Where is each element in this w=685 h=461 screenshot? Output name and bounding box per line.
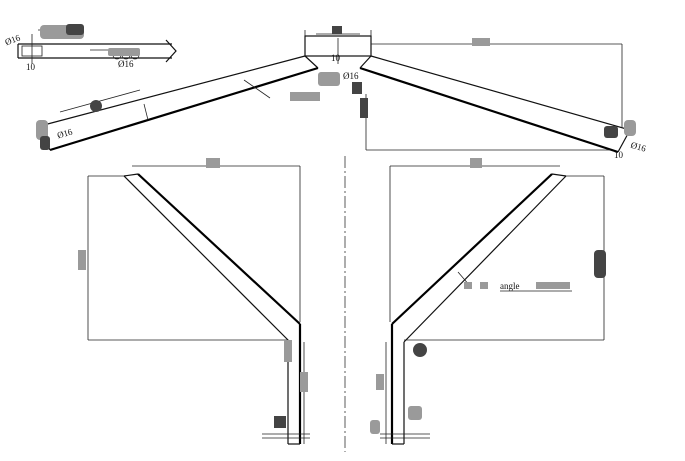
inset-dimension-10: 10 xyxy=(26,62,36,72)
left-lower-view xyxy=(78,158,310,445)
right-lower-view: angle xyxy=(370,158,606,445)
center-annotation-blur-4 xyxy=(360,98,368,118)
right-width-dim-blur xyxy=(470,158,482,168)
left-base-blur xyxy=(274,416,286,428)
left-end-blur xyxy=(36,120,48,140)
right-height-dim-blur xyxy=(594,250,606,278)
angle-annotation-blur-2 xyxy=(480,282,488,289)
left-height-dim-blur xyxy=(78,250,86,270)
right-post-annotation-blur-2 xyxy=(376,374,384,390)
left-rafter-tick xyxy=(143,103,149,121)
inset-bolt-annotation-blur xyxy=(108,48,140,56)
right-end-blur-2 xyxy=(624,120,636,136)
right-base-blur-2 xyxy=(370,420,380,434)
center-annotation-blur-2 xyxy=(318,72,340,86)
left-rafter-annotation-blur xyxy=(90,100,102,112)
top-center-dim-10: 10 xyxy=(331,53,341,63)
inset-diameter-label-2: Ø16 xyxy=(118,59,134,69)
left-rafter-top-edge xyxy=(39,55,306,127)
left-end-diameter: Ø16 xyxy=(56,126,74,140)
right-end-dim-10: 10 xyxy=(614,150,624,160)
right-rafter-bottom-edge xyxy=(359,66,619,154)
left-brace-top-cut xyxy=(123,173,139,177)
left-rafter-dim-line xyxy=(59,89,141,113)
right-end-diameter: Ø16 xyxy=(630,140,648,154)
right-rafter-apex-joint xyxy=(359,55,372,69)
inset-detail: Ø16 10 Ø16 xyxy=(4,24,177,72)
right-brace-top-cut xyxy=(551,173,567,177)
center-annotation-blur-1 xyxy=(290,92,320,101)
top-truss-view: 10 Ø16 Ø16 10 Ø16 xyxy=(36,26,648,160)
right-brace-inner xyxy=(391,173,553,325)
right-rafter-top-edge xyxy=(370,55,631,131)
left-post-annotation-blur xyxy=(284,340,292,362)
right-base-blur xyxy=(408,406,422,420)
left-end-blur-dark xyxy=(40,136,50,150)
left-brace-outer xyxy=(123,175,291,343)
left-width-dim-blur xyxy=(206,158,220,168)
angle-label: angle xyxy=(500,281,520,291)
angle-annotation-blur-1 xyxy=(464,282,472,289)
left-rafter-bottom-edge xyxy=(49,66,319,152)
center-leader-left xyxy=(243,79,271,99)
left-brace-inner xyxy=(137,173,301,325)
right-post-annotation-blur xyxy=(413,343,427,357)
right-end-blur xyxy=(604,126,618,138)
left-rafter-apex-joint xyxy=(304,55,319,69)
right-brace-outer xyxy=(403,175,567,343)
center-diameter: Ø16 xyxy=(343,71,359,81)
inset-diameter-label: Ø16 xyxy=(4,32,22,47)
inset-annotation-blur-dark xyxy=(66,24,84,35)
angle-annotation-blur-3 xyxy=(536,282,570,289)
top-overall-dim-blur xyxy=(472,38,490,46)
top-center-dim-blur xyxy=(332,26,342,34)
inset-break-mark xyxy=(165,39,177,63)
center-annotation-blur-3 xyxy=(352,82,362,94)
left-post-annotation-blur-2 xyxy=(300,372,308,392)
